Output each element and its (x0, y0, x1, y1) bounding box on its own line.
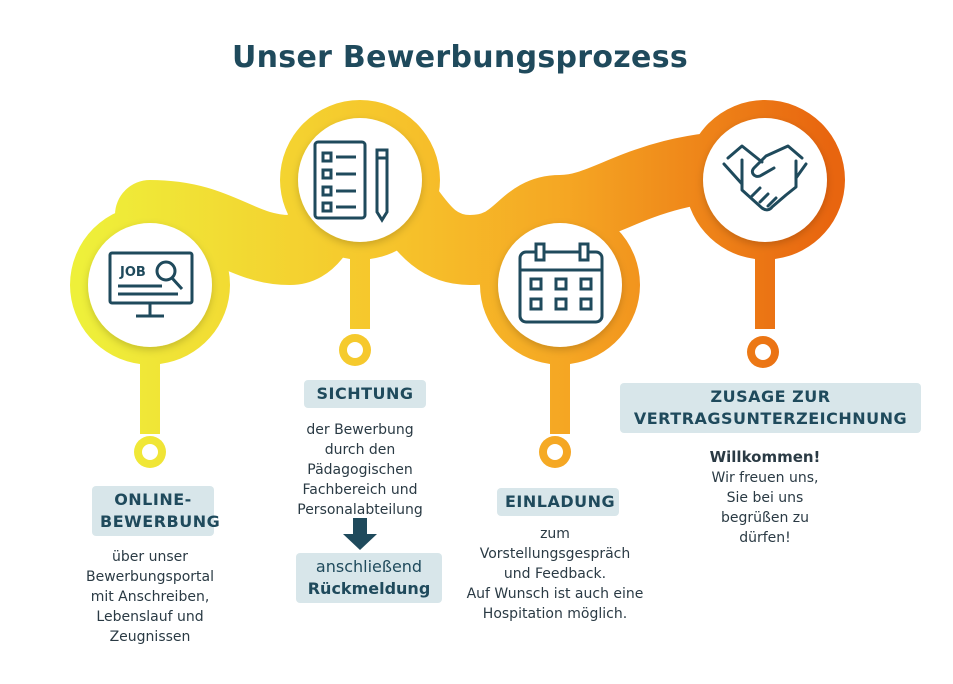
step-1-description: über unser Bewerbungsportal mit Anschrei… (85, 549, 215, 645)
step-node-4 (685, 100, 845, 368)
step-3-label: EINLADUNG (497, 488, 619, 516)
calendar-icon (518, 242, 604, 324)
step-3-description: zum Vorstellungsgespräch und Feedback. A… (466, 526, 644, 622)
step-node-2 (280, 100, 440, 366)
followup-line-2: Rückmeldung (307, 579, 431, 598)
handshake-icon (722, 144, 808, 212)
svg-text:JOB: JOB (119, 265, 146, 280)
checklist-pencil-icon (313, 140, 389, 223)
job-search-monitor-icon: JOB (108, 251, 194, 318)
page-title: Unser Bewerbungsprozess (231, 40, 689, 75)
step-4-label: ZUSAGE ZUR VERTRAGSUNTERZEICHNUNG (620, 383, 921, 433)
step-2-description: der Bewerbung durch den Pädagogischen Fa… (297, 422, 423, 518)
followup-line-1: anschließend (315, 557, 423, 576)
step-node-1 (70, 205, 230, 468)
flow-connector (115, 130, 795, 286)
step-1-label: ONLINE- BEWERBUNG (92, 486, 220, 536)
followup-arrow-icon (343, 518, 377, 550)
step-4-description: Wir freuen uns, Sie bei uns begrüßen zu … (711, 470, 819, 546)
step-node-3 (480, 205, 640, 468)
step-4-headline: Willkommen! (709, 448, 821, 466)
step-2-label: SICHTUNG (304, 380, 426, 408)
